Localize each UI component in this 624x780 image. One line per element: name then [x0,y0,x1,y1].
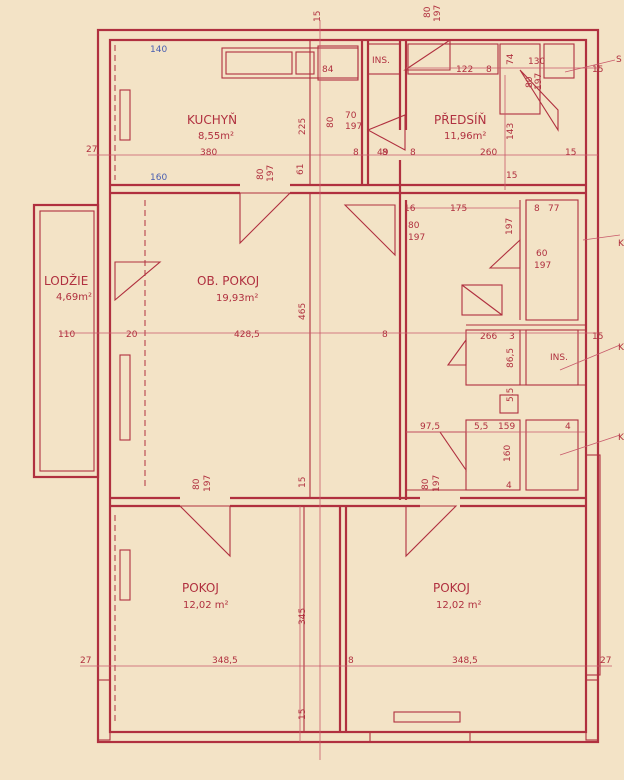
dim: 197 [433,5,443,22]
room2-name: POKOJ [433,581,470,595]
dim: 197 [432,475,442,492]
dim: 197 [266,165,276,182]
dim: 4 [565,422,571,432]
dim: 74 [506,53,516,65]
dim: 5,5 [474,422,488,432]
dim: 3 [509,332,515,342]
dim: 197 [534,261,551,271]
ins-label-1: INS. [372,56,390,66]
ins-label-2: INS. [550,353,568,363]
dim: 5,5 [506,388,516,402]
dim: 197 [534,73,544,90]
living-name: OB. POKOJ [197,274,259,288]
mark: S [616,55,622,65]
kitchen-name: KUCHYŇ [187,112,237,127]
mark: K [618,433,624,443]
hall-name: PŘEDSÍŇ [434,112,487,127]
dim: 8 [348,656,354,666]
dim: 49 [377,148,389,158]
dim: 197 [203,475,213,492]
dim: 16 [404,204,416,214]
dim: 80 [408,221,420,231]
dim: 8 [382,148,388,158]
dim: 8 [486,65,492,75]
loggia-area: 4,69m² [56,292,92,303]
room1-name: POKOJ [182,581,219,595]
dim: 465 [298,303,308,320]
dim: 122 [456,65,473,75]
dim: 159 [498,422,515,432]
dim: 61 [296,164,306,175]
dim: 143 [506,123,516,140]
windows [119,354,471,742]
dim: 4 [506,481,512,491]
dim: 348,5 [452,656,478,666]
dim: 27 [86,145,97,155]
mark: K [618,343,624,353]
dim: 348,5 [212,656,238,666]
dim: 84 [322,65,334,75]
dim: 175 [450,204,467,214]
dim: 345 [298,608,308,625]
dim: 15 [592,332,603,342]
dim: 77 [548,204,559,214]
dim: 8 [382,330,388,340]
hall-area: 11,96m² [444,131,486,142]
dim: 160 [150,173,167,183]
dim: 8 [410,148,416,158]
dim: 97,5 [420,422,440,432]
right-wall-extension [97,454,601,741]
dashed-lines [114,45,146,725]
living-area: 19,93m² [216,293,258,304]
dim: 15 [506,171,517,181]
dim: 130 [528,57,545,67]
dim: 86,5 [506,348,516,368]
dim: 8 [534,204,540,214]
dim: 20 [126,330,138,340]
interior-walls [110,40,586,732]
dim: 15 [592,65,603,75]
outer-walls [32,28,600,744]
dim: 110 [58,330,75,340]
dim: 15 [298,477,308,488]
door-swings [114,38,559,558]
kitchen-area: 8,55m² [198,131,234,142]
dim: 260 [480,148,497,158]
dim: 27 [600,656,611,666]
dim: 80 [326,116,336,128]
dim: 80 [525,76,535,88]
dim: 197 [345,122,362,132]
dim: 80 [192,478,202,490]
dim: 15 [565,148,576,158]
dim: 266 [480,332,497,342]
dim: 15 [313,11,323,22]
dim: 380 [200,148,217,158]
kitchen-counter [119,45,359,141]
dim: 15 [298,709,308,720]
mark: K [618,239,624,249]
dim: 428,5 [234,330,260,340]
room-labels: KUCHYŇ 8,55m² PŘEDSÍŇ 11,96m² OB. POKOJ … [44,56,568,611]
dimension-lines [60,20,621,760]
dim: 8 [353,148,359,158]
dim: 80 [421,478,431,490]
dim: 70 [345,111,357,121]
dim: 160 [503,445,513,462]
room2-area: 12,02 m² [436,600,482,611]
dim: 140 [150,45,167,55]
dim: 197 [408,233,425,243]
dim: 27 [80,656,91,666]
dim: 197 [505,218,515,235]
dim: 225 [298,118,308,135]
dim: 60 [536,249,548,259]
dim: 80 [256,168,266,180]
loggia-name: LODŽIE [44,273,88,288]
room1-area: 12,02 m² [183,600,229,611]
dim: 80 [423,6,433,18]
dimension-texts: 140 160 84 225 80 70 197 8 49 8 122 8 74… [58,5,624,720]
